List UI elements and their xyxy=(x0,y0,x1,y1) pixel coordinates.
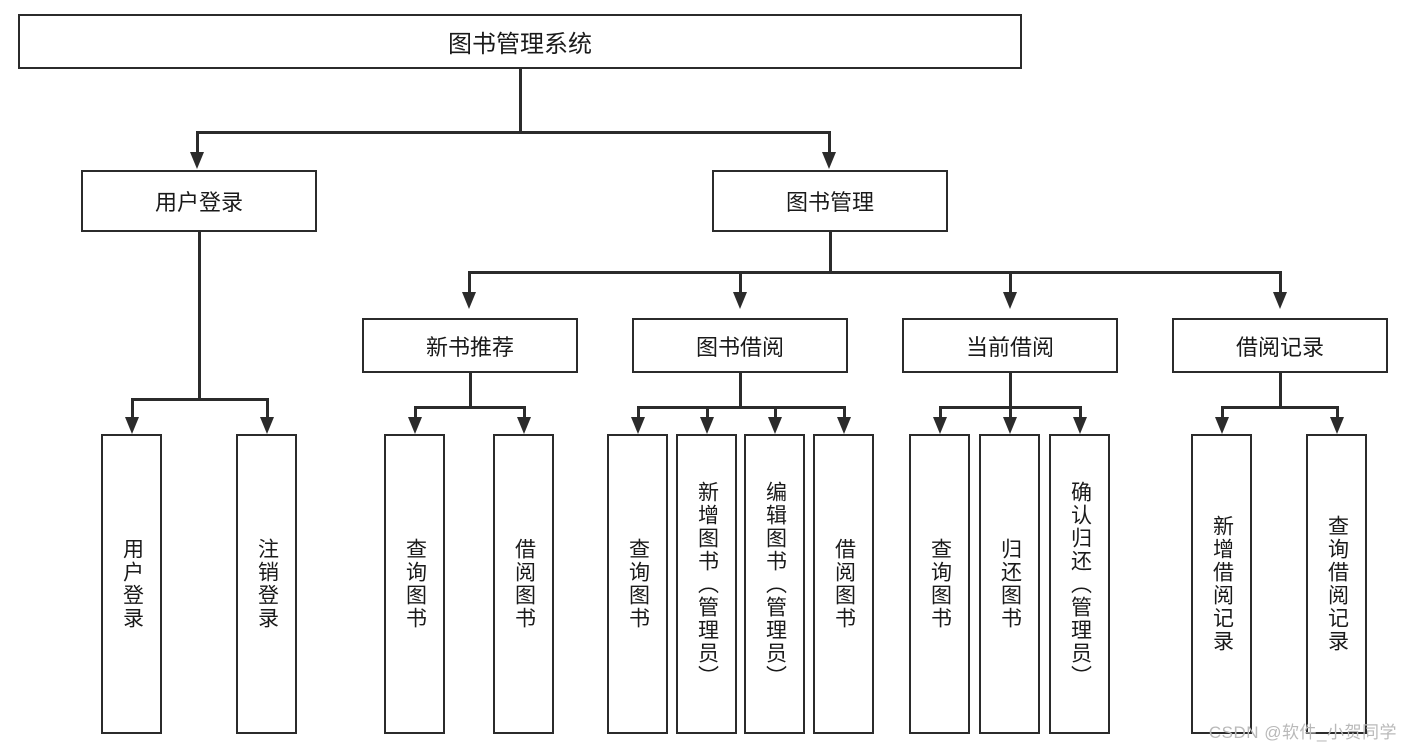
connector-root-stem xyxy=(519,69,522,131)
leaf-query-book-new-recommend[interactable]: 查询图书 xyxy=(384,434,445,734)
arrow-leaf-borrow-book-nb xyxy=(517,417,531,434)
node-label: 用户登录 xyxy=(154,190,243,215)
connector-book-borrow-drop-4 xyxy=(843,406,846,418)
node-label: 注销登录 xyxy=(255,538,279,630)
connector-borrow-record-rail xyxy=(1221,406,1338,409)
arrow-leaf-query-book-cb xyxy=(933,417,947,434)
arrow-leaf-logout xyxy=(260,417,274,434)
leaf-query-book-current[interactable]: 查询图书 xyxy=(909,434,970,734)
node-label: 新增借阅记录 xyxy=(1210,515,1234,653)
node-label: 借阅图书 xyxy=(512,538,536,630)
connector-to-borrow-record xyxy=(1279,271,1282,293)
node-label: 用户登录 xyxy=(120,538,144,630)
arrow-leaf-edit-book xyxy=(768,417,782,434)
connector-book-mgmt-stem xyxy=(829,232,832,272)
leaf-return-book[interactable]: 归还图书 xyxy=(979,434,1040,734)
leaf-borrow-book-new-recommend[interactable]: 借阅图书 xyxy=(493,434,554,734)
leaf-query-borrow-record[interactable]: 查询借阅记录 xyxy=(1306,434,1367,734)
arrow-leaf-query-book-bb xyxy=(631,417,645,434)
connector-root-rail xyxy=(196,131,830,134)
node-label: 新增图书（管理员） xyxy=(695,480,719,688)
connector-new-book-stem xyxy=(469,373,472,407)
arrow-to-new-book xyxy=(462,292,476,309)
node-label: 当前借阅 xyxy=(965,334,1054,360)
connector-borrow-record-drop-1 xyxy=(1221,406,1224,418)
arrow-leaf-confirm-return xyxy=(1073,417,1087,434)
node-label: 查询借阅记录 xyxy=(1325,515,1349,653)
leaf-logout[interactable]: 注销登录 xyxy=(236,434,297,734)
node-label: 借阅图书 xyxy=(832,538,856,630)
leaf-edit-book-admin[interactable]: 编辑图书（管理员） xyxy=(744,434,805,734)
arrow-leaf-return-book xyxy=(1003,417,1017,434)
node-label: 查询图书 xyxy=(403,538,427,630)
node-current-borrow[interactable]: 当前借阅 xyxy=(902,318,1118,373)
leaf-confirm-return-admin[interactable]: 确认归还（管理员） xyxy=(1049,434,1110,734)
node-label: 图书借阅 xyxy=(695,334,784,360)
arrow-leaf-borrow-book-bb xyxy=(837,417,851,434)
node-label: 查询图书 xyxy=(626,538,650,630)
connector-current-borrow-drop-2 xyxy=(1009,406,1012,418)
arrow-leaf-add-book xyxy=(700,417,714,434)
connector-to-current-borrow xyxy=(1009,271,1012,293)
node-label: 图书管理 xyxy=(785,190,874,215)
arrow-leaf-query-book-nb xyxy=(408,417,422,434)
arrow-to-user-login xyxy=(190,152,204,169)
arrow-leaf-add-record xyxy=(1215,417,1229,434)
node-new-book-recommend[interactable]: 新书推荐 xyxy=(362,318,578,373)
node-label: 归还图书 xyxy=(998,538,1022,630)
leaf-query-book-borrow[interactable]: 查询图书 xyxy=(607,434,668,734)
connector-book-borrow-drop-2 xyxy=(706,406,709,418)
node-book-management[interactable]: 图书管理 xyxy=(712,170,948,232)
connector-to-book-borrow xyxy=(739,271,742,293)
connector-current-borrow-drop-1 xyxy=(939,406,942,418)
node-label: 图书管理系统 xyxy=(448,31,592,58)
arrow-to-current-borrow xyxy=(1003,292,1017,309)
connector-new-book-rail xyxy=(414,406,525,409)
connector-user-login-drop-2 xyxy=(266,398,269,418)
connector-to-user-login xyxy=(196,131,199,153)
node-borrow-record[interactable]: 借阅记录 xyxy=(1172,318,1388,373)
node-root-system[interactable]: 图书管理系统 xyxy=(18,14,1022,69)
node-label: 借阅记录 xyxy=(1235,334,1324,360)
connector-book-borrow-drop-1 xyxy=(637,406,640,418)
arrow-leaf-user-login xyxy=(125,417,139,434)
arrow-to-book-borrow xyxy=(733,292,747,309)
connector-new-book-drop-1 xyxy=(414,406,417,418)
connector-user-login-rail xyxy=(131,398,268,401)
connector-book-borrow-rail xyxy=(637,406,845,409)
leaf-borrow-book[interactable]: 借阅图书 xyxy=(813,434,874,734)
connector-level3-rail xyxy=(468,271,1282,274)
leaf-add-book-admin[interactable]: 新增图书（管理员） xyxy=(676,434,737,734)
node-label: 编辑图书（管理员） xyxy=(763,480,787,688)
arrow-to-borrow-record xyxy=(1273,292,1287,309)
node-book-borrow[interactable]: 图书借阅 xyxy=(632,318,848,373)
connector-to-new-book xyxy=(468,271,471,293)
node-label: 确认归还（管理员） xyxy=(1068,480,1092,688)
connector-new-book-drop-2 xyxy=(523,406,526,418)
connector-to-book-mgmt xyxy=(828,131,831,153)
connector-current-borrow-drop-3 xyxy=(1079,406,1082,418)
connector-user-login-drop-1 xyxy=(131,398,134,418)
connector-borrow-record-drop-2 xyxy=(1336,406,1339,418)
leaf-add-borrow-record[interactable]: 新增借阅记录 xyxy=(1191,434,1252,734)
connector-book-borrow-drop-3 xyxy=(774,406,777,418)
arrow-to-book-mgmt xyxy=(822,152,836,169)
node-user-login[interactable]: 用户登录 xyxy=(81,170,317,232)
connector-user-login-stem xyxy=(198,232,201,400)
node-label: 新书推荐 xyxy=(425,334,514,360)
connector-current-borrow-stem xyxy=(1009,373,1012,407)
leaf-user-login[interactable]: 用户登录 xyxy=(101,434,162,734)
node-label: 查询图书 xyxy=(928,538,952,630)
connector-book-borrow-stem xyxy=(739,373,742,407)
arrow-leaf-query-record xyxy=(1330,417,1344,434)
connector-borrow-record-stem xyxy=(1279,373,1282,407)
